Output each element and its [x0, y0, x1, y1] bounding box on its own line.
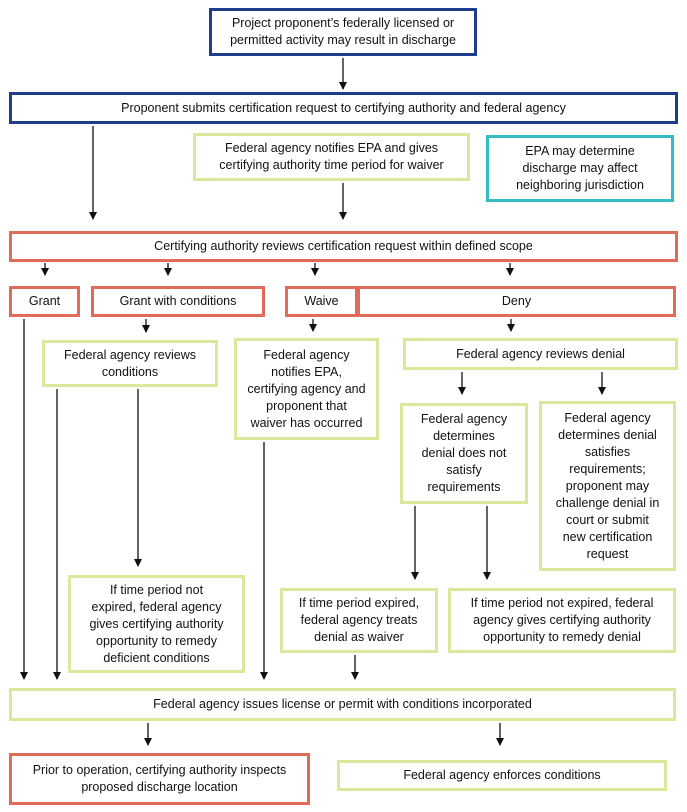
- denial-satisfies-box: Federal agency determines denial satisfi…: [539, 401, 676, 571]
- deny-box: Deny: [357, 286, 676, 317]
- review-box: Certifying authority reviews certificati…: [9, 231, 678, 262]
- epa-determine-box: EPA may determine discharge may affect n…: [486, 135, 674, 202]
- grant-box: Grant: [9, 286, 80, 317]
- submit-box: Proponent submits certification request …: [9, 92, 678, 124]
- waive-box: Waive: [285, 286, 358, 317]
- remedy-conditions-box: If time period not expired, federal agen…: [68, 575, 245, 673]
- notify-epa-box: Federal agency notifies EPA and gives ce…: [193, 133, 470, 181]
- agency-reviews-denial-box: Federal agency reviews denial: [403, 338, 678, 370]
- enforce-box: Federal agency enforces conditions: [337, 760, 667, 791]
- issue-license-box: Federal agency issues license or permit …: [9, 688, 676, 721]
- inspect-box: Prior to operation, certifying authority…: [9, 753, 310, 805]
- denial-not-satisfy-box: Federal agency determines denial does no…: [400, 403, 528, 504]
- agency-reviews-conditions-box: Federal agency reviews conditions: [42, 340, 218, 387]
- start-box: Project proponent’s federally licensed o…: [209, 8, 477, 56]
- grant-with-conditions-box: Grant with conditions: [91, 286, 265, 317]
- remedy-denial-box: If time period not expired, federal agen…: [448, 588, 676, 653]
- expired-waiver-box: If time period expired, federal agency t…: [280, 588, 438, 653]
- agency-notifies-waiver-box: Federal agency notifies EPA, certifying …: [234, 338, 379, 440]
